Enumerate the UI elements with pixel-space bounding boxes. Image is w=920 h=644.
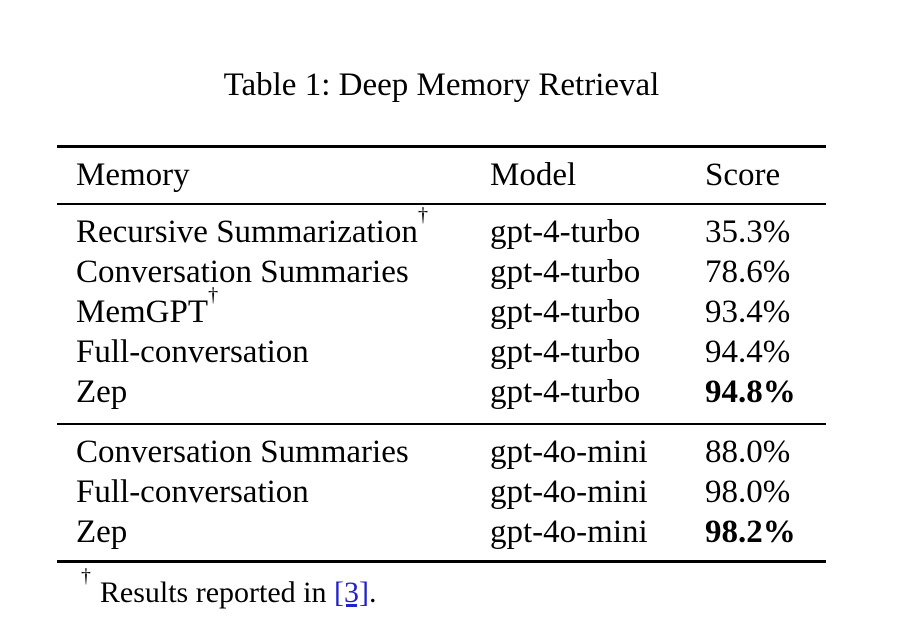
score-cell: 35.3% <box>705 214 791 250</box>
score-cell: 93.4% <box>705 294 791 330</box>
table-row: Zep gpt-4-turbo 94.8% <box>57 372 826 412</box>
table-header-row: Memory Model Score <box>57 148 826 203</box>
table-rule-top <box>57 145 826 148</box>
column-header-model: Model <box>490 157 577 193</box>
memory-cell: Recursive Summarization† <box>57 205 490 252</box>
table-row: Recursive Summarization† gpt-4-turbo 35.… <box>57 205 826 252</box>
score-cell: 98.0% <box>705 474 791 510</box>
table-row: Conversation Summaries gpt-4-turbo 78.6% <box>57 252 826 292</box>
score-cell: 94.8% <box>705 374 796 410</box>
memory-cell: Conversation Summaries <box>57 432 490 472</box>
memory-label: Full-conversation <box>76 474 309 510</box>
table-row: MemGPT† gpt-4-turbo 93.4% <box>57 285 826 332</box>
memory-label: Recursive Summarization <box>76 214 418 250</box>
table-row: Zep gpt-4o-mini 98.2% <box>57 512 826 552</box>
score-cell: 94.4% <box>705 334 791 370</box>
model-cell: gpt-4o-mini <box>490 434 648 470</box>
column-header-memory: Memory <box>76 157 190 193</box>
model-cell: gpt-4o-mini <box>490 514 648 550</box>
model-cell: gpt-4-turbo <box>490 214 641 250</box>
memory-cell: Zep <box>57 372 490 412</box>
table-rule-section <box>57 423 826 425</box>
table-row: Conversation Summaries gpt-4o-mini 88.0% <box>57 432 826 472</box>
score-cell: 98.2% <box>705 514 796 550</box>
memory-label: Conversation Summaries <box>76 434 409 470</box>
memory-label: MemGPT <box>76 294 208 330</box>
memory-label: Full-conversation <box>76 334 309 370</box>
table-rule-header <box>57 203 826 205</box>
memory-cell: Full-conversation <box>57 472 490 512</box>
table-footnote: † Results reported in [3]. <box>57 566 826 610</box>
citation-link[interactable]: [3] <box>334 576 370 609</box>
table-row: Full-conversation gpt-4o-mini 98.0% <box>57 472 826 512</box>
results-table: Memory Model Score Recursive Summarizati… <box>57 145 826 563</box>
table-section-gpt-4o-mini: Conversation Summaries gpt-4o-mini 88.0%… <box>57 425 826 560</box>
model-cell: gpt-4-turbo <box>490 254 641 290</box>
dagger-marker: † <box>208 283 219 306</box>
dagger-marker: † <box>81 565 91 588</box>
memory-cell: Conversation Summaries <box>57 252 490 292</box>
table-rule-bottom <box>57 560 826 563</box>
footnote-text: Results reported in <box>99 576 335 609</box>
model-cell: gpt-4-turbo <box>490 374 641 410</box>
table-row: Full-conversation gpt-4-turbo 94.4% <box>57 332 826 372</box>
memory-cell: MemGPT† <box>57 285 490 332</box>
memory-label: Zep <box>76 514 128 550</box>
model-cell: gpt-4-turbo <box>490 294 641 330</box>
memory-label: Zep <box>76 374 128 410</box>
dagger-marker: † <box>417 203 429 226</box>
model-cell: gpt-4o-mini <box>490 474 648 510</box>
model-cell: gpt-4-turbo <box>490 334 641 370</box>
score-cell: 78.6% <box>705 254 791 290</box>
memory-cell: Full-conversation <box>57 332 490 372</box>
column-header-score: Score <box>705 157 781 193</box>
table-caption: Table 1: Deep Memory Retrieval <box>223 67 660 103</box>
score-cell: 88.0% <box>705 434 791 470</box>
memory-cell: Zep <box>57 512 490 552</box>
memory-label: Conversation Summaries <box>76 254 409 290</box>
table-section-gpt-4-turbo: Recursive Summarization† gpt-4-turbo 35.… <box>57 205 826 423</box>
footnote-period: . <box>369 576 377 609</box>
